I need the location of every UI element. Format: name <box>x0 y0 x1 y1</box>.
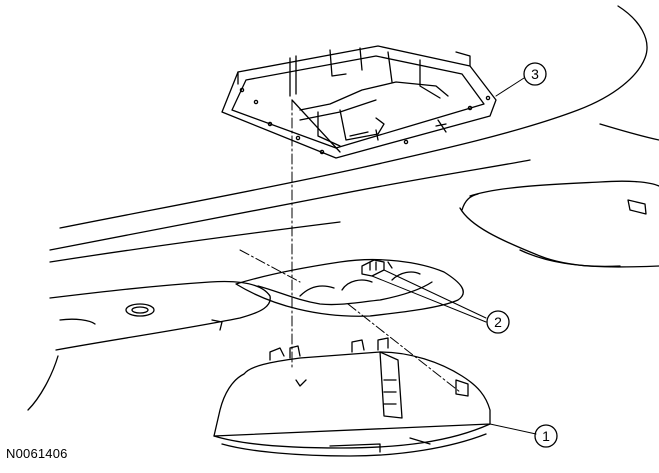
roof-opening-with-connectors <box>235 258 464 317</box>
headliner-outline <box>49 5 659 263</box>
callout-number-3: 3 <box>531 66 539 82</box>
headliner-pocket-right <box>459 180 659 268</box>
leader-line-3 <box>495 77 525 97</box>
callout-circle-3 <box>523 62 547 86</box>
dome-light-icon <box>125 303 155 317</box>
connector-icon <box>361 259 385 277</box>
callout-circle-1 <box>534 424 558 448</box>
callout-circle-2 <box>486 310 510 334</box>
leader-line-2b <box>383 269 487 319</box>
overhead-console-part-1 <box>213 337 491 457</box>
leader-lines <box>371 77 537 435</box>
callout-number-2: 2 <box>494 314 502 330</box>
alignment-lines <box>239 99 461 393</box>
figure-id-label: N0061406 <box>6 446 68 461</box>
console-frame-part-3 <box>221 45 497 159</box>
callout-number-1: 1 <box>542 428 550 444</box>
headliner-left-section <box>27 280 271 411</box>
leader-line-1 <box>489 423 537 435</box>
leader-line-2a <box>371 275 487 323</box>
